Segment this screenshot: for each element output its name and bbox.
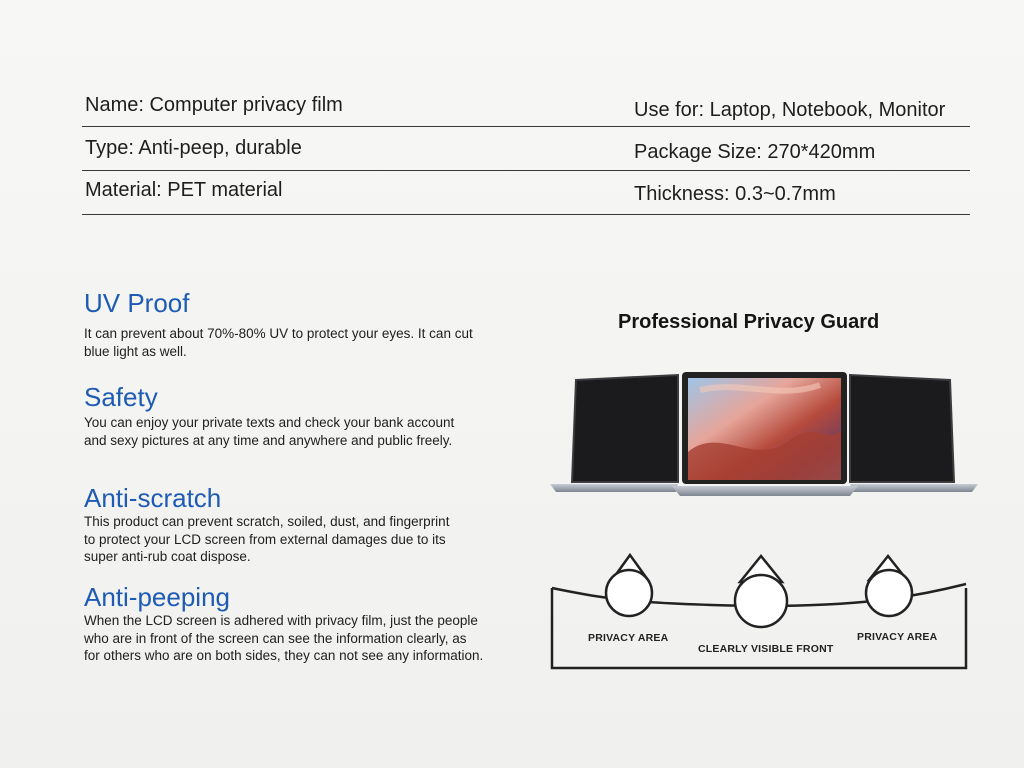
- guard-title: Professional Privacy Guard: [618, 311, 880, 333]
- spec-divider: [82, 126, 970, 127]
- spec-divider: [82, 214, 970, 215]
- label-privacy-area-right: PRIVACY AREA: [857, 631, 938, 643]
- feature-title-safety: Safety: [84, 382, 158, 412]
- eye-circle-right: [864, 568, 914, 618]
- feature-text-uv-proof: It can prevent about 70%-80% UV to prote…: [84, 326, 473, 359]
- feature-title-anti-scratch: Anti-scratch: [84, 483, 222, 513]
- feature-title-anti-peeping: Anti-peeping: [84, 582, 230, 612]
- feature-text-anti-peeping: When the LCD screen is adhered with priv…: [84, 613, 484, 663]
- spec-divider: [82, 170, 970, 171]
- label-clearly-visible-front: CLEARLY VISIBLE FRONT: [698, 643, 834, 655]
- label-privacy-area-left: PRIVACY AREA: [588, 632, 669, 644]
- laptop-left: [550, 373, 679, 492]
- spec-type: Type: Anti-peep, durable: [85, 137, 302, 159]
- spec-material: Material: PET material: [85, 179, 283, 201]
- diagram-frame: [550, 588, 968, 670]
- feature-text-anti-scratch: This product can prevent scratch, soiled…: [84, 514, 450, 564]
- laptop-right: [849, 373, 978, 492]
- eye-circle-left: [604, 568, 654, 618]
- spec-name: Name: Computer privacy film: [85, 94, 343, 116]
- feature-title-uv-proof: UV Proof: [84, 288, 190, 318]
- spec-package-size: Package Size: 270*420mm: [634, 141, 876, 163]
- feature-text-safety: You can enjoy your private texts and che…: [84, 415, 455, 448]
- eye-circle-center: [733, 573, 789, 629]
- spec-thickness: Thickness: 0.3~0.7mm: [634, 183, 836, 205]
- spec-use-for: Use for: Laptop, Notebook, Monitor: [634, 99, 946, 121]
- laptop-center: [672, 372, 858, 496]
